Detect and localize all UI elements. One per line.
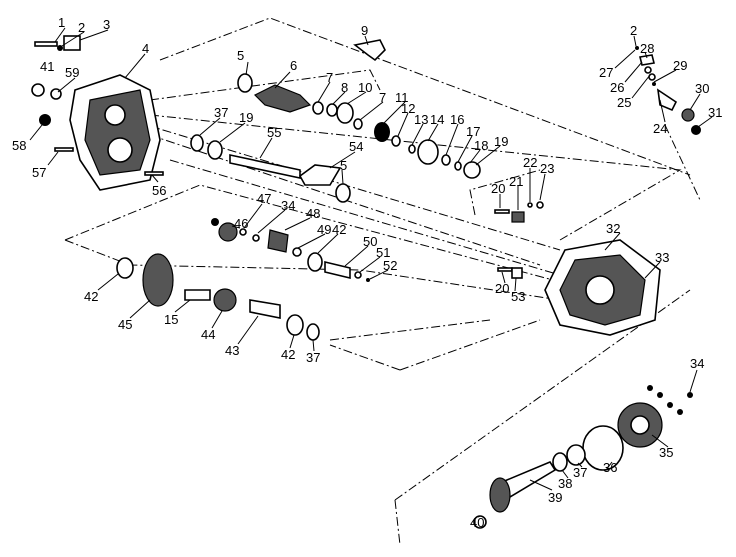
callout: 29 — [673, 58, 687, 73]
left-case-half — [69, 74, 161, 191]
leader-lines — [29, 27, 713, 518]
assembly-lines — [64, 17, 701, 546]
callout: 38 — [558, 476, 572, 491]
callout: 1 — [58, 15, 65, 30]
output-flange — [489, 477, 511, 513]
callout: 11 — [395, 90, 409, 105]
callout: 50 — [363, 234, 377, 249]
right-case-half — [544, 239, 661, 336]
callout: 31 — [708, 105, 722, 120]
callout: 25 — [617, 95, 631, 110]
callout: 33 — [655, 250, 669, 265]
parts — [31, 35, 701, 529]
callout: 15 — [164, 312, 178, 327]
callout: 40 — [470, 515, 484, 530]
callout: 37 — [214, 105, 228, 120]
shift-fork — [353, 39, 386, 62]
callout: 24 — [653, 121, 667, 136]
callout: 27 — [599, 65, 613, 80]
callout: 9 — [361, 23, 368, 38]
callout: 13 — [414, 112, 428, 127]
callout: 41 — [40, 59, 54, 74]
pin — [144, 171, 164, 176]
callout: 23 — [540, 161, 554, 176]
callout: 49 — [317, 222, 331, 237]
bolt — [34, 41, 58, 47]
callout: 7 — [379, 90, 386, 105]
callout: 20 — [491, 181, 505, 196]
callout: 2 — [78, 20, 85, 35]
callout: 6 — [290, 58, 297, 73]
callout: 5 — [237, 48, 244, 63]
callout: 45 — [118, 317, 132, 332]
callout: 8 — [341, 80, 348, 95]
callout: 14 — [430, 112, 444, 127]
bracket — [63, 35, 81, 51]
callout: 37 — [306, 350, 320, 365]
callout: 12 — [401, 101, 415, 116]
large-gear — [142, 253, 174, 307]
callout: 35 — [659, 445, 673, 460]
callout: 46 — [234, 216, 248, 231]
belt — [249, 299, 281, 319]
callout: 42 — [281, 347, 295, 362]
callout: 53 — [511, 289, 525, 304]
callout: 22 — [523, 155, 537, 170]
callout: 59 — [65, 65, 79, 80]
callout: 5 — [340, 158, 347, 173]
callout: 48 — [306, 206, 320, 221]
callout: 51 — [376, 245, 390, 260]
callout: 26 — [610, 80, 624, 95]
cap — [39, 114, 51, 126]
callout: 18 — [474, 138, 488, 153]
callout: 7 — [326, 70, 333, 85]
callout: 42 — [84, 289, 98, 304]
shaft-gear — [253, 84, 312, 113]
callout: 30 — [695, 81, 709, 96]
screw — [54, 147, 74, 152]
callout: 44 — [201, 327, 215, 342]
callout: 42 — [332, 222, 346, 237]
callout-labels: 1 2 3 4 41 59 58 57 56 5 6 7 8 10 7 11 1… — [12, 15, 722, 530]
bearing — [237, 73, 253, 93]
washer — [57, 45, 63, 51]
callout: 58 — [12, 138, 26, 153]
callout: 2 — [630, 23, 637, 38]
callout: 19 — [239, 110, 253, 125]
callout: 57 — [32, 165, 46, 180]
callout: 56 — [152, 183, 166, 198]
seal — [31, 83, 45, 97]
callout: 43 — [225, 343, 239, 358]
callout: 3 — [103, 17, 110, 32]
callout: 20 — [495, 281, 509, 296]
callout: 47 — [257, 191, 271, 206]
callout: 19 — [494, 134, 508, 149]
callout: 37 — [573, 465, 587, 480]
callout: 39 — [548, 490, 562, 505]
callout: 32 — [606, 221, 620, 236]
callout: 17 — [466, 124, 480, 139]
callout: 10 — [358, 80, 372, 95]
shaft — [229, 154, 301, 179]
callout: 28 — [640, 41, 654, 56]
callout: 36 — [603, 460, 617, 475]
callout: 55 — [267, 125, 281, 140]
callout: 21 — [509, 174, 523, 189]
callout: 16 — [450, 112, 464, 127]
callout: 54 — [349, 139, 363, 154]
callout: 52 — [383, 258, 397, 273]
chain — [298, 164, 342, 186]
callout: 4 — [142, 41, 149, 56]
callout: 34 — [690, 356, 704, 371]
callout: 34 — [281, 198, 295, 213]
